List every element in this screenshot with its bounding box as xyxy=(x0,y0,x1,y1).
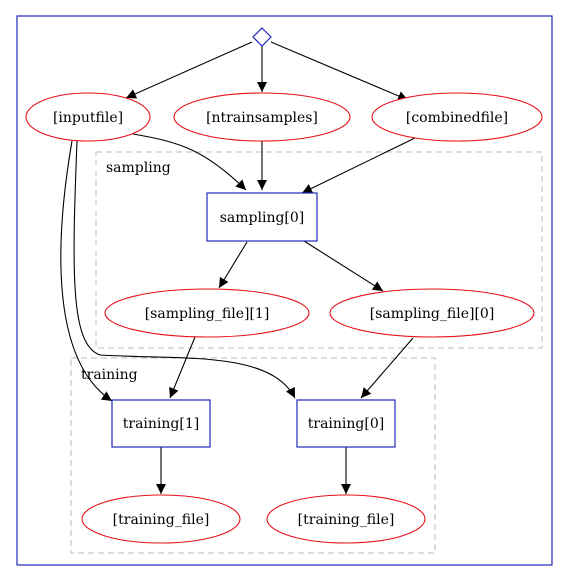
cluster-sampling: sampling xyxy=(95,151,543,349)
node-training-file-1-label: [training_file] xyxy=(113,512,210,528)
edge-root-to-inputfile xyxy=(125,41,253,99)
node-ntrainsamples: [ntrainsamples] xyxy=(173,92,351,142)
node-inputfile-label: [inputfile] xyxy=(53,110,123,126)
cluster-training-border xyxy=(70,357,436,554)
node-training-task-1-label: training[1] xyxy=(123,416,199,432)
cluster-sampling-border xyxy=(95,151,543,349)
node-training-file-0-label: [training_file] xyxy=(298,512,395,528)
edge-sampling-to-sampling-file-1 xyxy=(218,241,248,289)
node-inputfile: [inputfile] xyxy=(25,92,151,142)
cluster-sampling-label: sampling xyxy=(106,160,171,176)
diagram-frame xyxy=(16,15,553,566)
edge-inputfile-to-training-1 xyxy=(60,140,113,402)
node-sampling-task: sampling[0] xyxy=(206,192,318,242)
node-combinedfile: [combinedfile] xyxy=(371,92,543,142)
edge-sampling-to-sampling-file-0 xyxy=(303,240,384,292)
edge-root-to-combinedfile xyxy=(270,41,409,101)
node-combinedfile-label: [combinedfile] xyxy=(406,110,508,126)
root-node-diamond xyxy=(252,27,272,47)
edge-inputfile-to-sampling xyxy=(132,133,247,191)
node-sampling-file-1-label: [sampling_file][1] xyxy=(145,306,270,322)
node-training-task-0: training[0] xyxy=(296,399,396,448)
node-training-file-0: [training_file] xyxy=(266,494,426,544)
node-ntrainsamples-label: [ntrainsamples] xyxy=(206,110,318,126)
edge-sampling-file-0-to-training-0 xyxy=(360,337,414,399)
node-sampling-file-0-label: [sampling_file][0] xyxy=(370,306,495,322)
node-sampling-file-1: [sampling_file][1] xyxy=(104,288,310,338)
node-training-task-1: training[1] xyxy=(111,399,211,448)
edge-sampling-file-1-to-training-1 xyxy=(169,336,196,399)
node-training-task-0-label: training[0] xyxy=(308,416,384,432)
edge-combinedfile-to-sampling xyxy=(301,137,416,194)
node-sampling-file-0: [sampling_file][0] xyxy=(329,288,535,338)
node-sampling-task-label: sampling[0] xyxy=(220,210,305,226)
node-training-file-1: [training_file] xyxy=(81,494,241,544)
cluster-training-label: training xyxy=(81,367,138,383)
edges xyxy=(60,41,416,494)
cluster-training: training xyxy=(70,357,436,554)
edge-inputfile-to-training-0 xyxy=(73,140,296,399)
